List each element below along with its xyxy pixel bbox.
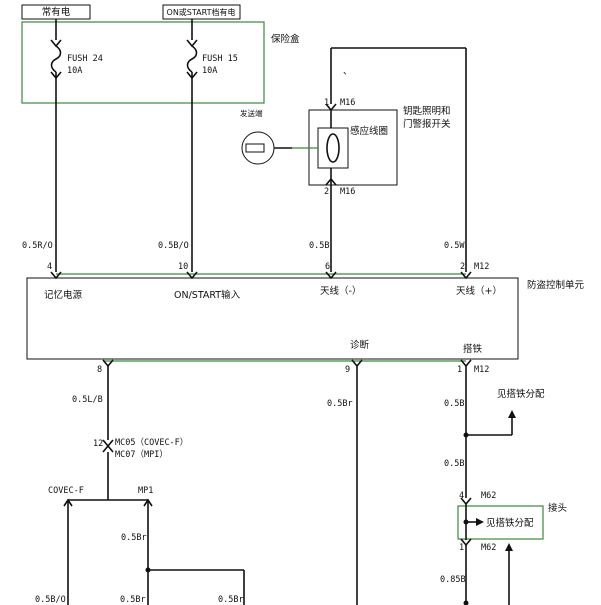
wire-top-pin-3: 6 <box>325 262 330 272</box>
coil-conn-bottom: M16 <box>340 187 355 197</box>
module-diag-label: 诊断 <box>350 339 370 351</box>
connector-arrow-icon <box>102 444 114 453</box>
bottom-wire-spec-4: 0.5Br <box>218 595 244 605</box>
wire-top-spec-4: 0.5W <box>444 241 465 251</box>
fuse-box-label: 保险盒 <box>271 33 300 45</box>
module-conn-top: M12 <box>474 262 489 272</box>
right-wire-spec-1: 0.5B <box>444 459 464 469</box>
mc-line-1: MC05（COVEC-F） <box>115 437 188 448</box>
fuse-1-rating: 10A <box>67 66 82 76</box>
fuse-2-rating: 10A <box>202 66 217 76</box>
fuse-arrow-icon <box>50 39 62 48</box>
switch-label-1: 钥匙照明和 <box>403 105 451 117</box>
coil-pin-top: 1 <box>324 98 329 108</box>
module-ground-label: 搭铁 <box>463 343 483 355</box>
wire-top-pin-2: 10 <box>178 262 188 272</box>
module-pin-ant-pos: 天线（+） <box>456 285 502 297</box>
wire-bot-conn-3: M12 <box>474 365 489 375</box>
wire-top-pin-1: 4 <box>47 262 52 272</box>
joint-conn-top: M62 <box>481 491 496 501</box>
switch-label-2: 门警报开关 <box>403 118 451 130</box>
key-coil-box <box>308 109 398 186</box>
wire-top-spec-1: 0.5R/O <box>22 241 53 251</box>
mc-pin: 12 <box>93 439 103 449</box>
control-module-box <box>26 277 519 360</box>
transmitter-label: 发送端 <box>240 108 263 118</box>
connector-arrow-icon <box>325 177 337 186</box>
joint-conn-bottom: M62 <box>481 543 496 553</box>
bottom-wire-spec-1: 0.5Br <box>121 533 147 543</box>
bottom-wire-spec-2: 0.5B/O <box>35 595 66 605</box>
module-pin-onstart: ON/START输入 <box>174 289 241 301</box>
connector-arrow-icon <box>50 271 62 280</box>
joint-pin-top: 4 <box>459 491 464 501</box>
constant-power-label: 常有电 <box>42 6 71 18</box>
key-transmitter-icon <box>241 131 292 165</box>
joint-label: 接头 <box>548 502 567 514</box>
connector-arrow-icon <box>460 271 472 280</box>
on-start-label: ON或START档有电 <box>167 7 236 17</box>
wire-bot-pin-3: 1 <box>457 365 462 375</box>
joint-pin-bottom: 1 <box>459 543 464 553</box>
wire-top-spec-2: 0.5B/O <box>158 241 189 251</box>
module-label: 防盗控制单元 <box>527 279 585 291</box>
module-pin-memory: 记忆电源 <box>44 289 83 301</box>
mc-line-2: MC07（MPI） <box>115 449 168 460</box>
wire-bot-spec-1: 0.5L/B <box>72 395 103 405</box>
coil-label: 感应线圈 <box>350 125 388 137</box>
wire-top-spec-3: 0.5B <box>309 241 329 251</box>
ground-ref-icon <box>505 543 513 551</box>
fuse-2-name: FUSH 15 <box>202 54 238 64</box>
ground-dist-1: 见搭铁分配 <box>497 388 545 400</box>
connector-arrow-icon <box>325 271 337 280</box>
connector-arrow-icon <box>186 271 198 280</box>
wire-bot-spec-3: 0.5B <box>444 399 464 409</box>
junction-dot <box>463 600 469 605</box>
fuse-icon <box>186 45 198 73</box>
ground-ref-icon <box>476 518 484 526</box>
fuse-box-outline <box>21 21 265 104</box>
module-pin-ant-neg: 天线（-） <box>320 285 361 297</box>
fuse-1-name: FUSH 24 <box>67 54 103 64</box>
bottom-wire-spec-3: 0.5Br <box>120 595 146 605</box>
right-wire-spec-2: 0.85B <box>440 575 466 585</box>
joint-box <box>457 505 544 540</box>
coil-icon <box>326 133 340 163</box>
branch-right-label: MP1 <box>138 486 153 496</box>
wire-bot-pin-1: 8 <box>97 365 102 375</box>
ground-ref-icon <box>508 410 516 418</box>
branch-left-label: COVEC-F <box>48 486 84 496</box>
ground-dist-2: 见搭铁分配 <box>486 517 534 529</box>
wire-top-pin-4: 2 <box>460 262 465 272</box>
fuse-icon <box>50 45 62 73</box>
coil-pin-bottom: 2 <box>324 187 329 197</box>
tick-mark: 、 <box>343 66 353 77</box>
fuse-arrow-icon <box>186 39 198 48</box>
wire-bot-spec-2: 0.5Br <box>327 399 353 409</box>
on-start-box <box>162 4 241 20</box>
wire-bot-pin-2: 9 <box>345 365 350 375</box>
coil-conn-top: M16 <box>340 98 355 108</box>
